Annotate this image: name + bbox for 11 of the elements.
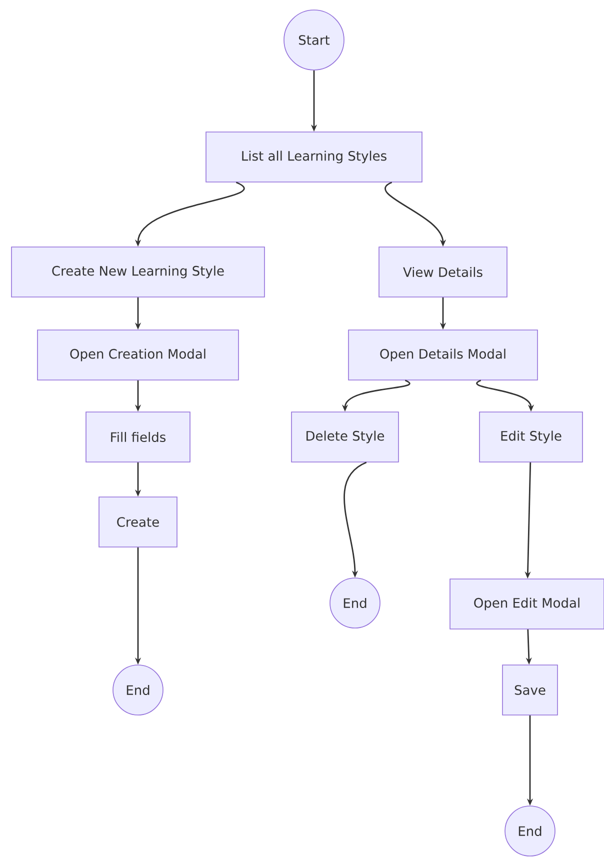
process-box: Edit Style [479,412,583,462]
process-box: Open Edit Modal [450,578,604,630]
process-box: Save [502,664,558,716]
process-box: Open Creation Modal [37,330,239,380]
process-box: Delete Style [291,412,399,462]
process-box: Create [98,496,178,548]
process-box: Open Details Modal [348,330,538,380]
process-box: List all Learning Styles [206,132,422,182]
process-box: View Details [378,246,508,298]
process-box: Fill fields [86,412,190,462]
process-box: Create New Learning Style [11,246,265,298]
